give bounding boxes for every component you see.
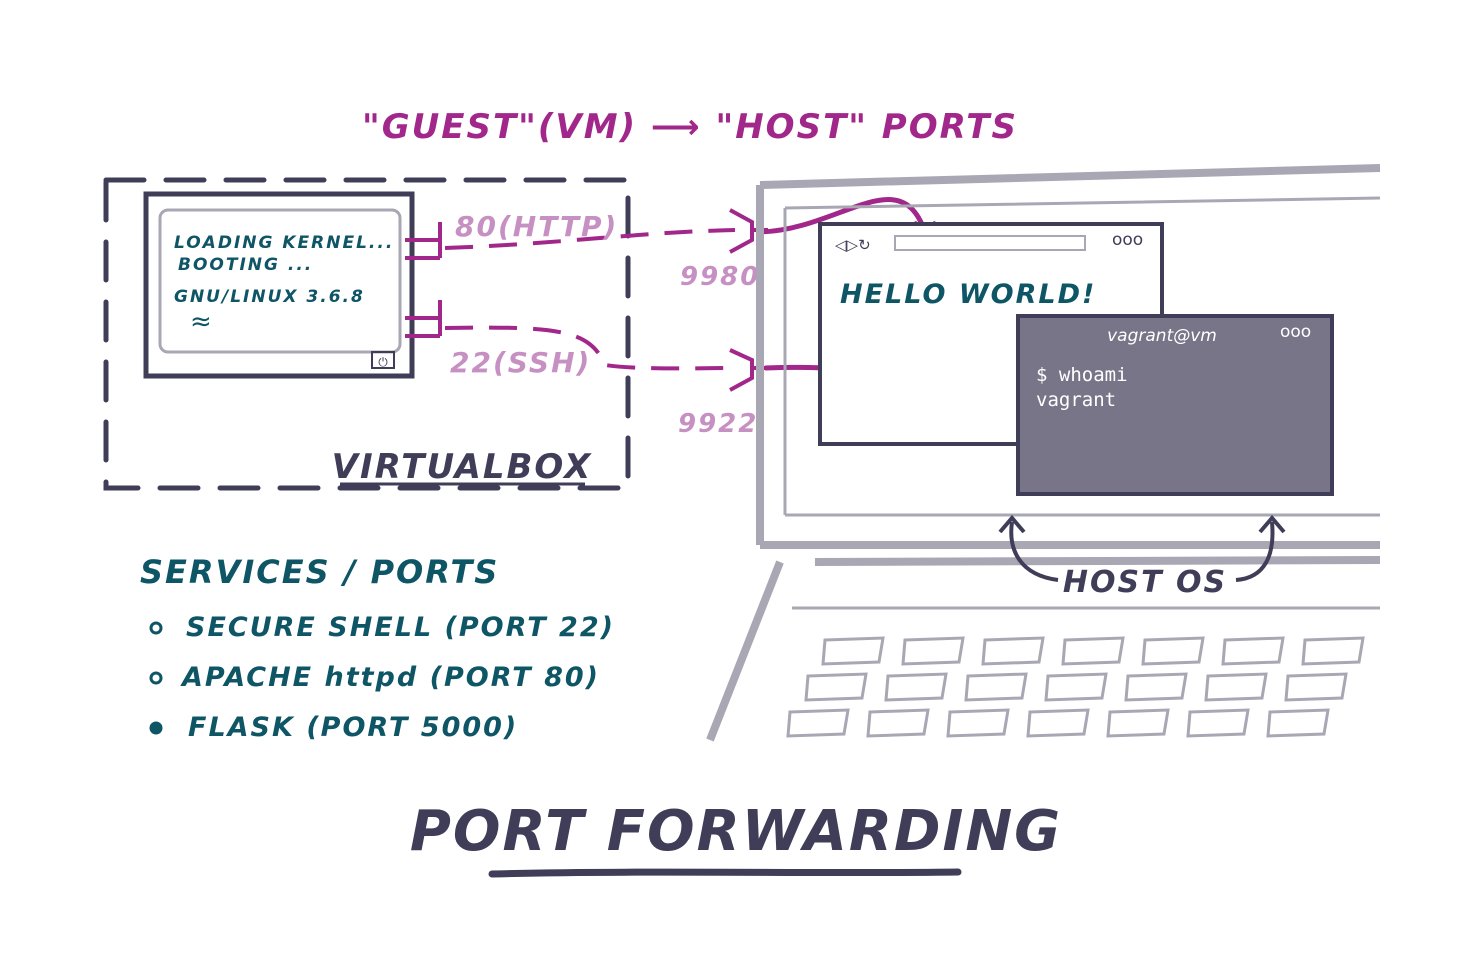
header-text: "GUEST"(VM) ⟶ "HOST" PORTS: [362, 107, 1018, 147]
vm-screen-frame: [143, 191, 415, 379]
services-heading: SERVICES / PORTS: [140, 553, 499, 591]
keyboard-key: [1204, 672, 1268, 702]
title-underline: [488, 868, 962, 878]
diagram-title: PORT FORWARDING: [410, 799, 1062, 864]
services-list: SERVICES / PORTS SECURE SHELL (PORT 22) …: [140, 553, 615, 743]
terminal-title: vagrant@vm: [1107, 326, 1217, 346]
keyboard-key: [804, 672, 868, 702]
http-arrow: [759, 197, 928, 235]
keyboard-key: [1221, 636, 1285, 666]
ssh-port-label: 22(SSH): [450, 346, 591, 379]
virtualbox-container: ⏻ LOADING KERNEL... BOOTING ... GNU/LINU…: [103, 177, 631, 491]
keyboard-key: [1301, 636, 1365, 666]
keyboard-key: [786, 708, 850, 738]
host-laptop: [706, 164, 1381, 742]
browser-window-dots: ooo: [1112, 230, 1143, 250]
browser-content: HELLO WORLD!: [840, 279, 1096, 310]
keyboard-key: [946, 708, 1010, 738]
vm-screen-line: BOOTING ...: [178, 255, 313, 275]
keyboard-key: [1044, 672, 1108, 702]
host-ssh-port: 9922: [678, 409, 758, 439]
power-icon: ⏻: [378, 355, 388, 369]
vm-screen-line: LOADING KERNEL...: [174, 233, 394, 253]
vm-screen-line: ≈: [190, 307, 212, 337]
bullet: [149, 621, 163, 635]
service-item: SECURE SHELL (PORT 22): [186, 612, 615, 643]
terminal-window: vagrant@vm ooo $ whoami vagrant: [1016, 314, 1334, 496]
keyboard-key: [821, 636, 885, 666]
keyboard-key: [981, 636, 1045, 666]
keyboard-key: [1026, 708, 1090, 738]
keyboard-key: [901, 636, 965, 666]
host-http-port: 9980: [680, 262, 760, 292]
host-os-label: HOST OS: [1063, 565, 1227, 600]
terminal-line: $ whoami: [1036, 364, 1128, 386]
host-os-annotation: HOST OS: [998, 514, 1286, 600]
terminal-line: vagrant: [1036, 389, 1116, 411]
vm-screen-line: GNU/LINUX 3.6.8: [174, 287, 365, 307]
browser-address-bar: [894, 235, 1086, 251]
keyboard-key: [1141, 636, 1205, 666]
keyboard-key: [884, 672, 948, 702]
keyboard-key: [1124, 672, 1188, 702]
browser-nav-icons: ◁▷↻: [835, 236, 871, 254]
service-item: FLASK (PORT 5000): [188, 712, 518, 743]
vm-screen-inner: [158, 208, 402, 354]
keyboard-key: [1106, 708, 1170, 738]
keyboard-key: [1266, 708, 1330, 738]
keyboard-key: [1061, 636, 1125, 666]
keyboard: [786, 636, 1365, 738]
http-port-label: 80(HTTP): [455, 210, 618, 243]
keyboard-key: [866, 708, 930, 738]
power-button: [371, 351, 395, 369]
keyboard-key: [1284, 672, 1348, 702]
bullet: [149, 671, 163, 685]
service-item: APACHE httpd (PORT 80): [180, 662, 600, 693]
terminal-window-dots: ooo: [1280, 322, 1311, 342]
keyboard-key: [1186, 708, 1250, 738]
http-forward-line: [444, 228, 736, 250]
virtualbox-label: VIRTUALBOX: [332, 447, 593, 487]
bullet: [149, 721, 163, 735]
keyboard-key: [964, 672, 1028, 702]
